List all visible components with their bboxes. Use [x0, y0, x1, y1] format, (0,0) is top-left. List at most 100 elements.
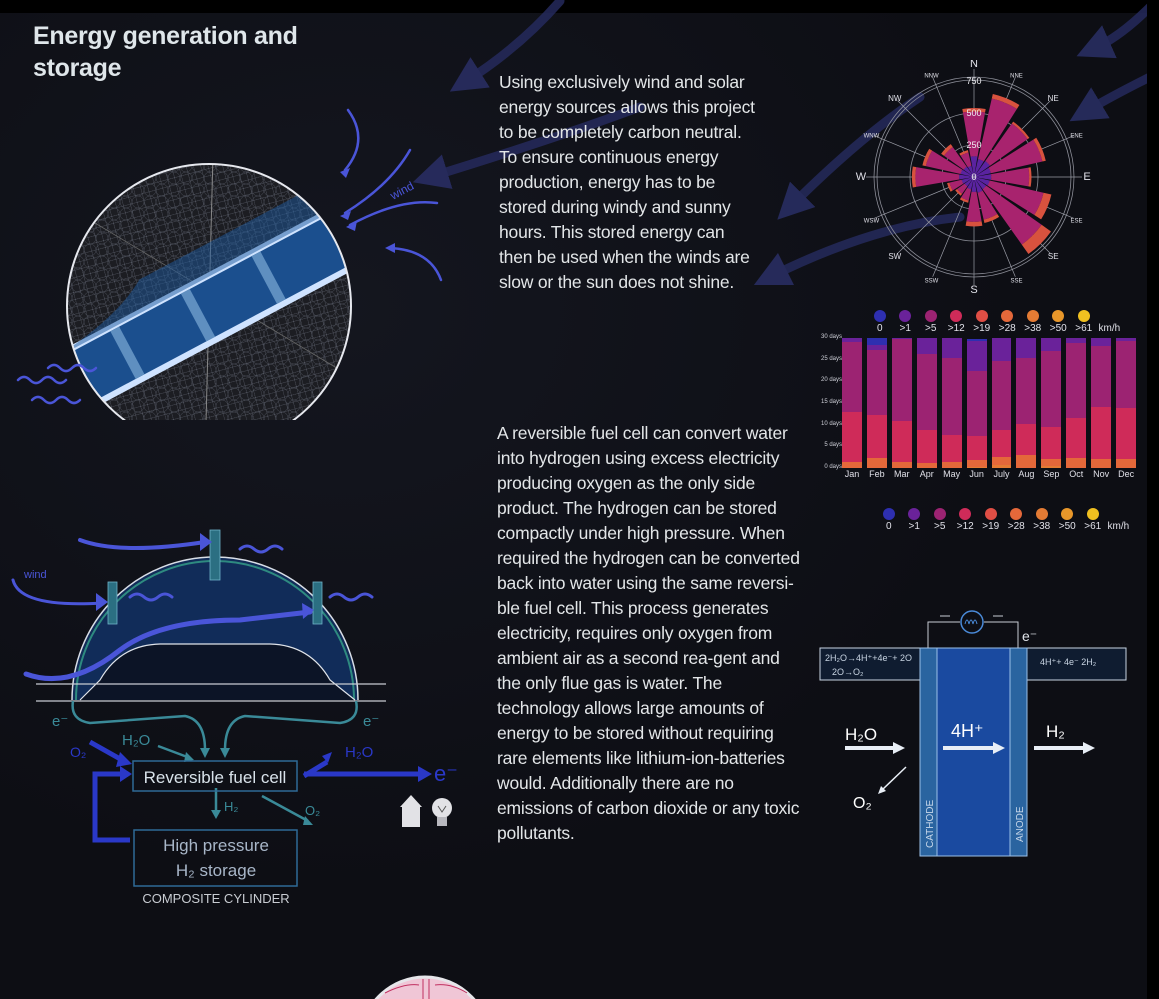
legend-item: >19: [969, 310, 995, 334]
rose-segment: [974, 159, 984, 177]
bar-segment: [941, 461, 962, 468]
rose-segment: [1033, 137, 1046, 162]
anode-reaction: 4H⁺+ 4e⁻ 2H₂: [1040, 657, 1097, 667]
rose-segment: [971, 177, 977, 192]
dome-fuel-cell-diagram: wind e⁻ e⁻ H₂O O₂ H₂ O₂ H₂O e⁻ Reversibl…: [11, 529, 458, 906]
storage-label-1: High pressure: [163, 836, 269, 855]
bar-month: [1016, 338, 1037, 468]
rose-radial-tick: 250: [966, 140, 981, 150]
legend-label: >38: [1033, 521, 1051, 532]
rose-segment: [985, 123, 1028, 166]
bar-segment: [1041, 338, 1062, 352]
month-label: Aug: [1018, 469, 1035, 479]
legend-item: >38: [1029, 508, 1055, 532]
o2-output-label: O₂: [305, 803, 320, 818]
rose-segment: [974, 167, 991, 177]
legend-swatch: [933, 508, 946, 520]
rose-segment: [941, 144, 953, 156]
rose-direction-label: SE: [1048, 252, 1059, 261]
legend-swatch: [924, 310, 937, 322]
input-h2o-label: H₂O: [845, 725, 877, 744]
fuel-cell-paragraph: A reversible fuel cell can convert water…: [497, 423, 800, 843]
bar-segment: [866, 344, 887, 350]
bar-segment: [916, 462, 937, 468]
legend-item: >1: [893, 310, 919, 334]
bar-segment: [941, 357, 962, 436]
legend-swatch: [1035, 508, 1048, 520]
bar-segment: [916, 430, 937, 463]
bar-segment: [1016, 357, 1037, 424]
rose-segment: [974, 177, 983, 193]
bar-segment: [966, 466, 987, 468]
bar-segment: [941, 435, 962, 462]
legend-swatch: [899, 310, 912, 322]
legend-unit: km/h: [1098, 323, 1121, 334]
bar-segment: [916, 338, 937, 355]
rose-segment: [1028, 167, 1032, 187]
rose-segment: [974, 177, 990, 186]
legend-swatch: [1086, 508, 1099, 520]
rose-segment: [974, 177, 987, 190]
legend-label: 0: [876, 323, 883, 334]
rose-direction-label: ESE: [1071, 218, 1083, 224]
house-icon: [400, 795, 422, 827]
electron-output-label: e⁻: [434, 761, 458, 786]
bar-segment: [842, 461, 862, 468]
rose-direction-label: E: [1083, 171, 1090, 183]
legend-swatch: [1077, 310, 1090, 322]
h2o-input-label: H₂O: [122, 732, 150, 749]
legend-item: >38: [1020, 310, 1046, 334]
rose-segment: [911, 166, 917, 188]
fuel-cell-box: [132, 760, 298, 792]
circuit-electron-label: e⁻: [1022, 628, 1037, 644]
bar-segment: [1066, 338, 1087, 343]
bar-segment: [1091, 338, 1112, 346]
legend-item: >19: [978, 508, 1004, 532]
bar-month: [1091, 338, 1112, 468]
rose-segment: [922, 148, 933, 167]
globe-wind-label: wind: [387, 179, 416, 203]
legend-swatch: [1001, 310, 1014, 322]
legend-item: >50: [1046, 310, 1072, 334]
legend-item: 0: [876, 508, 902, 532]
month-label: Apr: [919, 469, 934, 479]
wind-rose-chart: NNNENEENEEESESESSESSSWSWWSWWWNWNWNNW0250…: [856, 60, 1091, 296]
rose-segment: [1021, 224, 1051, 255]
legend-label: >19: [982, 521, 1000, 532]
monthly-wind-bar-chart: [842, 337, 1137, 468]
legend-swatch: [1026, 310, 1039, 322]
rose-direction-label: SW: [888, 252, 901, 261]
bar-segment: [991, 430, 1012, 458]
rose-segment: [965, 221, 983, 227]
legend-label: >19: [973, 323, 991, 334]
legend-swatch: [882, 508, 895, 520]
bar-segment: [1091, 345, 1112, 408]
rose-segment: [955, 188, 963, 196]
y-tick-label: 25 days: [820, 355, 842, 362]
month-label: Oct: [1069, 469, 1084, 479]
rose-segment: [983, 213, 1000, 223]
rose-segment: [947, 182, 953, 192]
month-label: Sep: [1043, 469, 1060, 479]
bar-segment: [891, 420, 912, 463]
rose-radial-tick: 0: [971, 172, 976, 182]
bar-segment: [866, 457, 887, 468]
rose-segment: [978, 98, 1017, 162]
bar-month: [941, 338, 962, 468]
bar-segment: [1116, 338, 1137, 342]
rose-direction-label: NNE: [1010, 73, 1023, 79]
bar-segment: [1041, 459, 1062, 466]
legend-label: >28: [1007, 521, 1025, 532]
bottom-emblem: [374, 975, 476, 999]
bar-segment: [1116, 341, 1137, 408]
output-h2-label: H₂: [1046, 722, 1065, 741]
bar-segment: [866, 415, 887, 458]
legend-label: 0: [885, 521, 892, 532]
bar-segment: [991, 457, 1012, 465]
rose-direction-label: ENE: [1070, 134, 1082, 140]
rose-direction-label: WNW: [864, 134, 880, 140]
bar-segment: [966, 460, 987, 467]
bar-segment: [1066, 457, 1087, 468]
anode-label: ANODE: [1015, 806, 1026, 842]
